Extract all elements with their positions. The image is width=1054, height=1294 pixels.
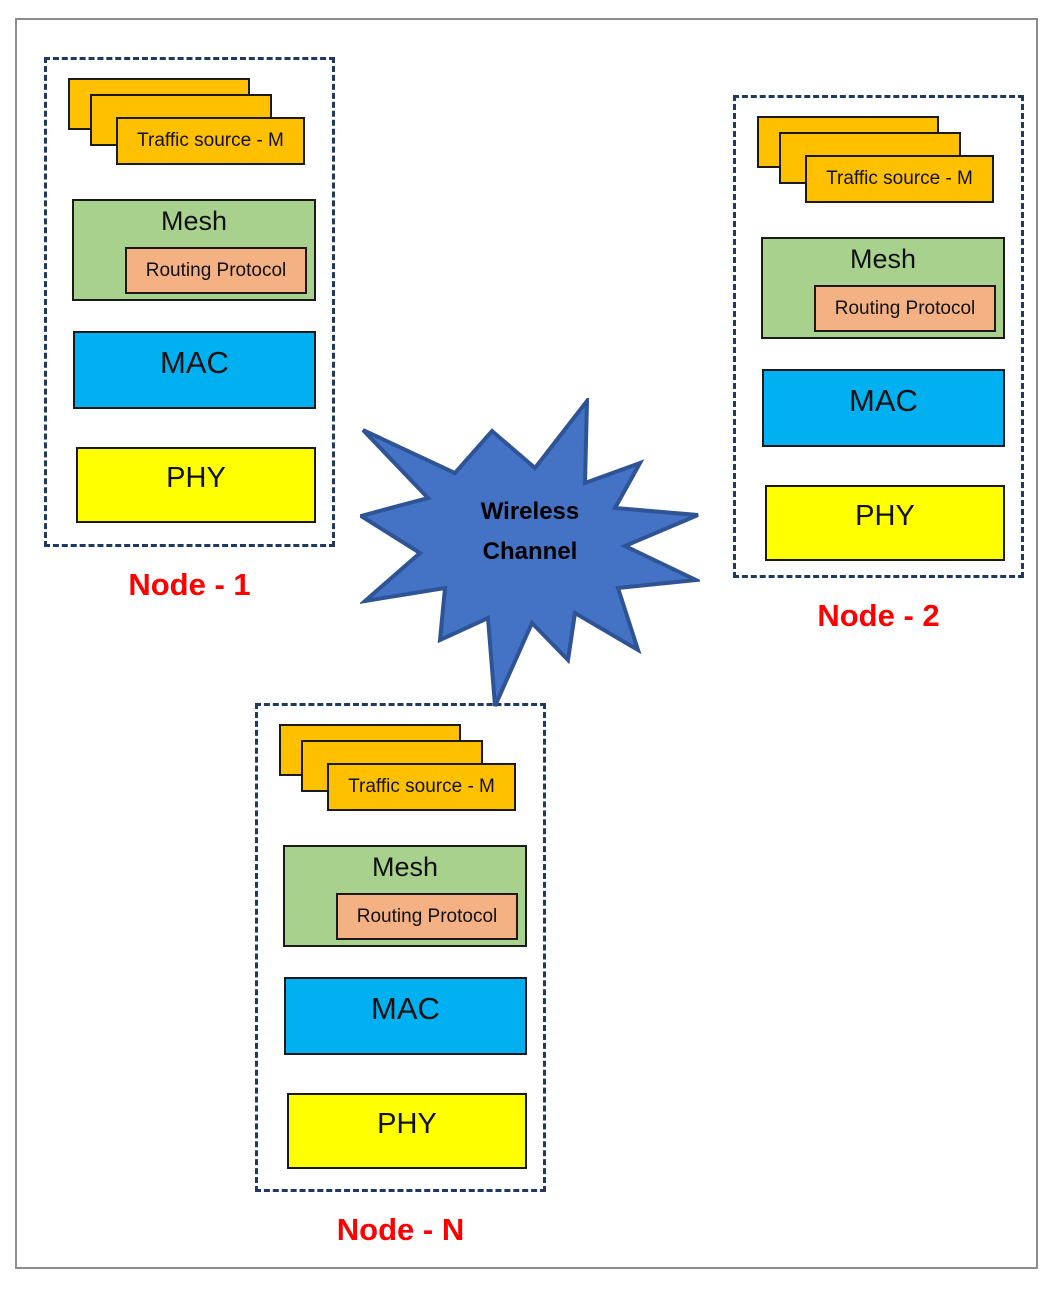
- node-1-boundary: Traffic source - M Mesh Routing Protocol…: [44, 57, 335, 547]
- traffic-source-label: Traffic source - M: [826, 168, 973, 189]
- traffic-source-stack: Traffic source - M: [757, 116, 1002, 221]
- phy-layer: PHY: [76, 447, 316, 523]
- wireless-channel-line1: Wireless: [480, 498, 580, 525]
- node-1: Traffic source - M Mesh Routing Protocol…: [44, 57, 335, 603]
- phy-layer: PHY: [287, 1093, 527, 1169]
- mesh-label: Mesh: [849, 244, 917, 274]
- routing-protocol-box: Routing Protocol: [125, 247, 307, 294]
- traffic-source-card-front: Traffic source - M: [805, 155, 994, 203]
- node-2-label: Node - 2: [817, 598, 940, 633]
- wireless-channel-label: Wireless Channel: [360, 492, 700, 572]
- mac-layer: MAC: [73, 331, 316, 409]
- traffic-source-label: Traffic source - M: [137, 130, 284, 151]
- node-2: Traffic source - M Mesh Routing Protocol…: [733, 95, 1024, 634]
- traffic-source-card-front: Traffic source - M: [327, 763, 516, 811]
- traffic-source-card-front: Traffic source - M: [116, 117, 305, 165]
- starburst-shape: [360, 398, 700, 707]
- mesh-layer: Mesh Routing Protocol: [283, 845, 527, 947]
- mac-layer: MAC: [762, 369, 1005, 447]
- traffic-source-stack: Traffic source - M: [68, 78, 313, 183]
- mac-layer: MAC: [284, 977, 527, 1055]
- wireless-channel-burst: Wireless Channel: [360, 398, 700, 713]
- node-2-boundary: Traffic source - M Mesh Routing Protocol…: [733, 95, 1024, 578]
- mesh-layer: Mesh Routing Protocol: [761, 237, 1005, 339]
- routing-protocol-label: Routing Protocol: [834, 297, 976, 319]
- routing-protocol-box: Routing Protocol: [814, 285, 996, 332]
- mesh-label: Mesh: [160, 206, 228, 236]
- mesh-label: Mesh: [371, 852, 439, 882]
- node-1-label: Node - 1: [128, 567, 251, 602]
- node-n-boundary: Traffic source - M Mesh Routing Protocol…: [255, 703, 546, 1192]
- traffic-source-label: Traffic source - M: [348, 776, 495, 797]
- routing-protocol-label: Routing Protocol: [145, 259, 287, 281]
- wireless-channel-line2: Channel: [482, 538, 578, 565]
- traffic-source-stack: Traffic source - M: [279, 724, 524, 829]
- node-n: Traffic source - M Mesh Routing Protocol…: [255, 703, 546, 1248]
- routing-protocol-label: Routing Protocol: [356, 905, 498, 927]
- mesh-layer: Mesh Routing Protocol: [72, 199, 316, 301]
- routing-protocol-box: Routing Protocol: [336, 893, 518, 940]
- phy-layer: PHY: [765, 485, 1005, 561]
- node-n-label: Node - N: [336, 1212, 465, 1247]
- outer-frame: [15, 18, 1038, 1269]
